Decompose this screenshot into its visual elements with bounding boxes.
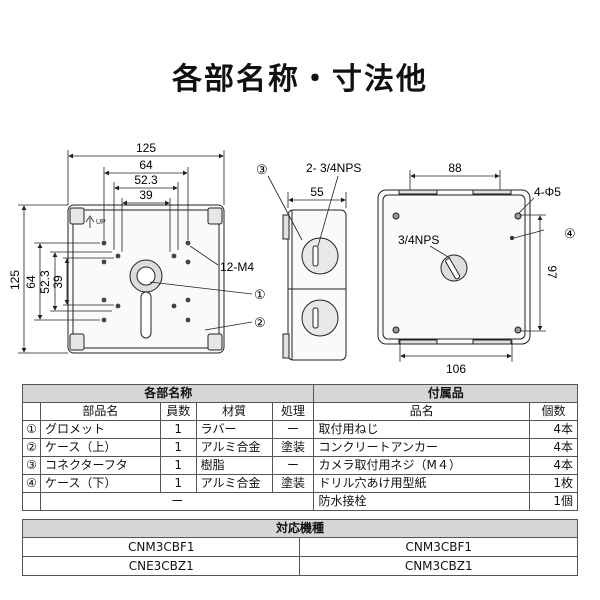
back-view [377, 189, 531, 345]
model-cell: CNM3CBF1 [299, 537, 578, 557]
front-corner-lug [69, 207, 85, 225]
table-row: ③ コネクターフタ 1 樹脂 ー カメラ取付用ネジ（M４） 4本 [22, 456, 578, 475]
model-cell: CNM3CBZ1 [299, 556, 578, 576]
row-qty: 1 [159, 420, 197, 439]
callout-2-3-4nps: 2- 3/4NPS [306, 161, 361, 175]
table-row: ー 防水接栓 1個 [22, 492, 578, 511]
mount-hole [514, 326, 522, 334]
dim-back-88: 88 [448, 161, 462, 175]
connector-cap-lower [301, 299, 339, 337]
table-row: ② ケース（上） 1 アルミ合金 塗装 コンクリートアンカー 4本 [22, 438, 578, 457]
row-material: 樹脂 [195, 456, 273, 475]
row-acc-qty: 1個 [529, 492, 578, 511]
front-callout-lines [149, 245, 253, 331]
row-material: ラバー [195, 420, 273, 439]
screw-holes [101, 240, 191, 323]
callout-3-4nps: 3/4NPS [398, 233, 439, 247]
row-no: ③ [22, 456, 41, 475]
back-dims [399, 170, 546, 362]
col-acc-name: 品名 [313, 402, 531, 421]
row-empty-dash: ー [39, 492, 315, 511]
row-no: ④ [22, 474, 41, 493]
side-flange [282, 214, 290, 240]
side-dims [267, 175, 347, 247]
front-corner-lug [207, 207, 223, 225]
compatible-models-table: 対応機種 CNM3CBF1 CNM3CBF1 CNE3CBZ1 CNM3CBZ1 [21, 519, 578, 576]
row-acc-qty: 4本 [529, 456, 578, 475]
callout-4-phi5: 4-Φ5 [534, 185, 561, 199]
row-qty: 1 [159, 456, 197, 475]
front-horizontal-dims [67, 150, 225, 252]
up-label: UP [96, 219, 106, 226]
row-part-name: グロメット [39, 420, 161, 439]
col-part-name: 部品名 [39, 402, 161, 421]
header-accessories: 付属品 [313, 384, 578, 403]
parts-table: 各部名称 付属品 部品名 員数 材質 処理 品名 個数 ① グロメット 1 ラバ… [21, 384, 578, 511]
dim-back-97: 97 [545, 265, 559, 279]
row-acc-qty: 4本 [529, 420, 578, 439]
row-material: アルミ合金 [195, 438, 273, 457]
row-qty: 1 [159, 438, 197, 457]
model-cell: CNM3CBF1 [21, 537, 301, 557]
dim-front-width-125: 125 [136, 141, 156, 155]
cable-slot [140, 291, 152, 339]
dim-front-width-64: 64 [139, 158, 153, 172]
front-corner-lug [207, 333, 223, 351]
up-arrow-icon [85, 215, 95, 228]
row-part-name: ケース（下） [39, 474, 161, 493]
dim-front-height-52: 52.3 [38, 270, 52, 294]
col-material: 材質 [195, 402, 273, 421]
table-row: CNE3CBZ1 CNM3CBZ1 [21, 556, 578, 576]
technical-drawing: UP 125 64 52.3 39 125 64 52.3 39 12-M4 ①… [8, 141, 576, 376]
row-acc-name: カメラ取付用ネジ（M４） [313, 456, 531, 475]
dim-front-width-39: 39 [139, 188, 153, 202]
row-part-name: コネクターフタ [39, 456, 161, 475]
row-part-name: ケース（上） [39, 438, 161, 457]
col-acc-qty: 個数 [529, 402, 578, 421]
mount-hole [392, 326, 400, 334]
row-acc-name: コンクリートアンカー [313, 438, 531, 457]
dim-front-height-64: 64 [24, 275, 38, 289]
col-treatment: 処理 [271, 402, 315, 421]
row-treatment: 塗装 [271, 474, 315, 493]
front-corner-lug [69, 333, 85, 351]
row-acc-name: 取付用ねじ [313, 420, 531, 439]
col-qty: 員数 [159, 402, 197, 421]
dim-front-height-39: 39 [51, 275, 65, 289]
callout-1: ① [254, 287, 266, 302]
row-treatment: ー [271, 456, 315, 475]
row-acc-qty: 4本 [529, 438, 578, 457]
mount-hole [392, 212, 400, 220]
header-compatible-models: 対応機種 [22, 519, 578, 538]
row-qty: 1 [159, 474, 197, 493]
dim-back-106: 106 [446, 362, 466, 376]
connector-cap-upper [301, 237, 339, 275]
row-no: ① [22, 420, 41, 439]
row-no: ② [22, 438, 41, 457]
callout-2: ② [254, 315, 266, 330]
dim-front-width-52: 52.3 [134, 173, 158, 187]
dim-side-55: 55 [310, 185, 324, 199]
row-treatment: 塗装 [271, 438, 315, 457]
side-flange [282, 333, 290, 359]
row-acc-qty: 1枚 [529, 474, 578, 493]
mount-hole [514, 212, 522, 220]
row-acc-name: 防水接栓 [313, 492, 531, 511]
model-cell: CNE3CBZ1 [21, 556, 301, 576]
callout-3: ③ [256, 162, 268, 177]
callout-screw-12-m4: 12-M4 [220, 260, 254, 274]
table-row: ④ ケース（下） 1 アルミ合金 塗装 ドリル穴あけ用型紙 1枚 [22, 474, 578, 493]
table-row: ① グロメット 1 ラバー ー 取付用ねじ 4本 [22, 420, 578, 439]
front-vertical-dims [18, 204, 114, 354]
table-row: CNM3CBF1 CNM3CBF1 [21, 537, 578, 557]
row-treatment: ー [271, 420, 315, 439]
header-part-names: 各部名称 [21, 384, 315, 403]
row-acc-name: ドリル穴あけ用型紙 [313, 474, 531, 493]
front-view [67, 204, 225, 354]
dim-front-height-125: 125 [8, 270, 22, 290]
page-title: 各部名称・寸法他 [172, 62, 428, 97]
callout-4: ④ [564, 226, 576, 241]
side-view [282, 209, 347, 361]
row-material: アルミ合金 [195, 474, 273, 493]
